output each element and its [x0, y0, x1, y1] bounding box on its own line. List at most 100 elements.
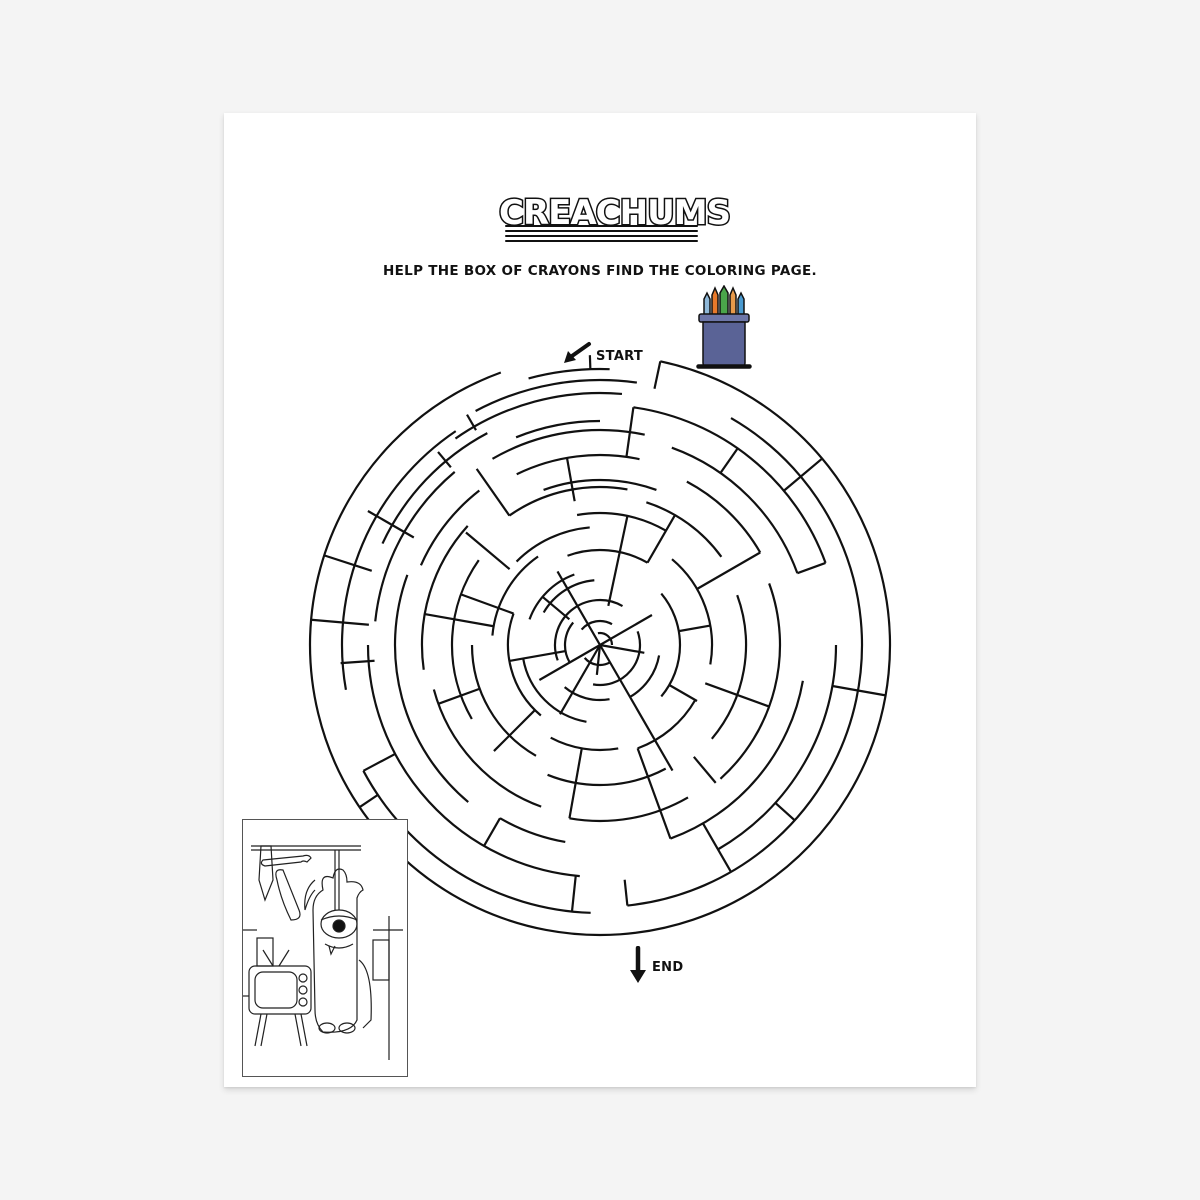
maze-wall-arc: [671, 446, 799, 574]
maze-wall-arc: [629, 655, 661, 698]
maze-wall-radial: [570, 875, 577, 912]
maze-wall-arc: [515, 419, 601, 439]
maze-wall-arc: [454, 391, 623, 440]
maze-wall-arc: [710, 594, 748, 740]
maze-wall-arc: [717, 644, 838, 851]
instruction-text: HELP THE BOX OF CRAYONS FIND THE COLORIN…: [383, 263, 817, 279]
maze-wall-arc: [340, 430, 457, 690]
maze-wall-radial: [509, 649, 566, 663]
maze-wall-radial: [636, 747, 672, 839]
maze-wall-radial: [340, 659, 375, 665]
maze-wall-arc: [374, 471, 456, 622]
maze-wall-arc: [419, 489, 481, 566]
maze-wall-radial: [693, 756, 717, 784]
maze-wall-arc: [499, 817, 566, 844]
maze-wall-radial: [568, 748, 583, 819]
maze-wall-arc: [563, 621, 575, 664]
maze-wall-arc: [393, 574, 469, 803]
maze-wall-radial: [668, 684, 698, 702]
arrow-down-left-icon: [564, 342, 591, 363]
maze-wall-radial: [599, 614, 653, 646]
maze-wall-arc: [569, 796, 689, 823]
maze-wall-arc: [366, 644, 580, 878]
maze-wall-radial: [625, 407, 635, 458]
maze-wall-radial: [796, 561, 826, 575]
maze-wall-arc: [567, 548, 649, 564]
maze-wall-arc: [576, 511, 667, 532]
maze-wall-arc: [543, 478, 657, 491]
maze-wall-radial: [437, 451, 452, 468]
maze-wall-arc: [362, 770, 591, 914]
maze-wall-radial: [599, 643, 645, 654]
crayon-box-icon: [696, 285, 752, 369]
maze-wall-radial: [623, 879, 629, 906]
maze-wall-arc: [646, 501, 723, 558]
maze-wall-arc: [432, 689, 542, 808]
maze-wall-radial: [465, 531, 511, 570]
maze-wall-radial: [653, 361, 662, 389]
maze-wall-arc: [550, 736, 619, 752]
maze-wall-arc: [491, 428, 645, 460]
maze-wall-arc: [686, 480, 762, 554]
maze-wall-arc: [528, 367, 610, 380]
maze-wall-arc: [627, 417, 864, 907]
maze-wall-radial: [367, 510, 415, 539]
maze-wall-radial: [559, 644, 601, 715]
monster-coloring-page-thumbnail: [242, 819, 408, 1077]
monster-illustration: [243, 845, 403, 1060]
maze-wall-arc: [516, 453, 640, 476]
maze-wall-arc: [671, 558, 714, 665]
maze-wall-arc: [637, 699, 697, 750]
maze-wall-arc: [506, 613, 542, 717]
maze-wall-arc: [592, 630, 642, 687]
maze-wall-arc: [528, 573, 575, 620]
circular-maze: [308, 355, 892, 937]
maze-wall-radial: [541, 595, 571, 621]
maze-wall-arc: [583, 657, 611, 667]
maze-wall-radial: [466, 414, 477, 431]
maze-wall-arc: [547, 767, 667, 787]
maze-wall-radial: [696, 551, 761, 590]
logo-text: CREACHUMS: [498, 192, 733, 235]
maze-walls: [308, 355, 892, 937]
maze-wall-arc: [670, 680, 804, 840]
end-label: END: [652, 960, 684, 975]
maze-wall-radial: [599, 644, 674, 772]
maze-wall-radial: [475, 468, 511, 517]
maze-wall-radial: [437, 687, 481, 705]
maze-wall-arc: [515, 526, 590, 563]
maze-wall-arc: [491, 555, 539, 636]
maze-wall-radial: [832, 684, 886, 697]
start-label: START: [596, 349, 644, 364]
maze-wall-radial: [678, 624, 711, 633]
maze-wall-radial: [358, 793, 379, 809]
creachums-logo: CREACHUMS: [498, 191, 733, 247]
maze-wall-arc: [420, 525, 469, 670]
maze-wall-arc: [475, 378, 638, 412]
maze-wall-radial: [783, 457, 823, 492]
maze-wall-radial: [565, 457, 576, 502]
maze-wall-radial: [424, 613, 494, 628]
maze-wall-arc: [580, 619, 613, 631]
maze-wall-arc: [542, 579, 595, 614]
maze-wall-radial: [460, 593, 514, 615]
maze-wall-radial: [595, 644, 602, 675]
maze-wall-arc: [719, 583, 782, 780]
maze-wall-radial: [774, 802, 796, 822]
maze-wall-radial: [493, 709, 536, 752]
maze-wall-radial: [556, 570, 601, 646]
arrow-down-icon: [630, 946, 646, 983]
maze-wall-arc: [450, 559, 480, 720]
maze-wall-arc: [381, 432, 488, 545]
maze-wall-arc: [597, 631, 614, 646]
maze-wall-radial: [323, 554, 373, 572]
maze-wall-arc: [308, 360, 892, 937]
maze-wall-arc: [660, 592, 682, 698]
maze-wall-radial: [538, 644, 601, 681]
maze-wall-arc: [522, 658, 587, 723]
maze-wall-radial: [607, 515, 629, 607]
worksheet-page: CREACHUMS HELP THE BOX OF CRAYONS FIND T…: [224, 113, 976, 1087]
maze-wall-radial: [483, 817, 501, 847]
maze-wall-arc: [508, 485, 628, 517]
maze-wall-radial: [719, 447, 739, 474]
